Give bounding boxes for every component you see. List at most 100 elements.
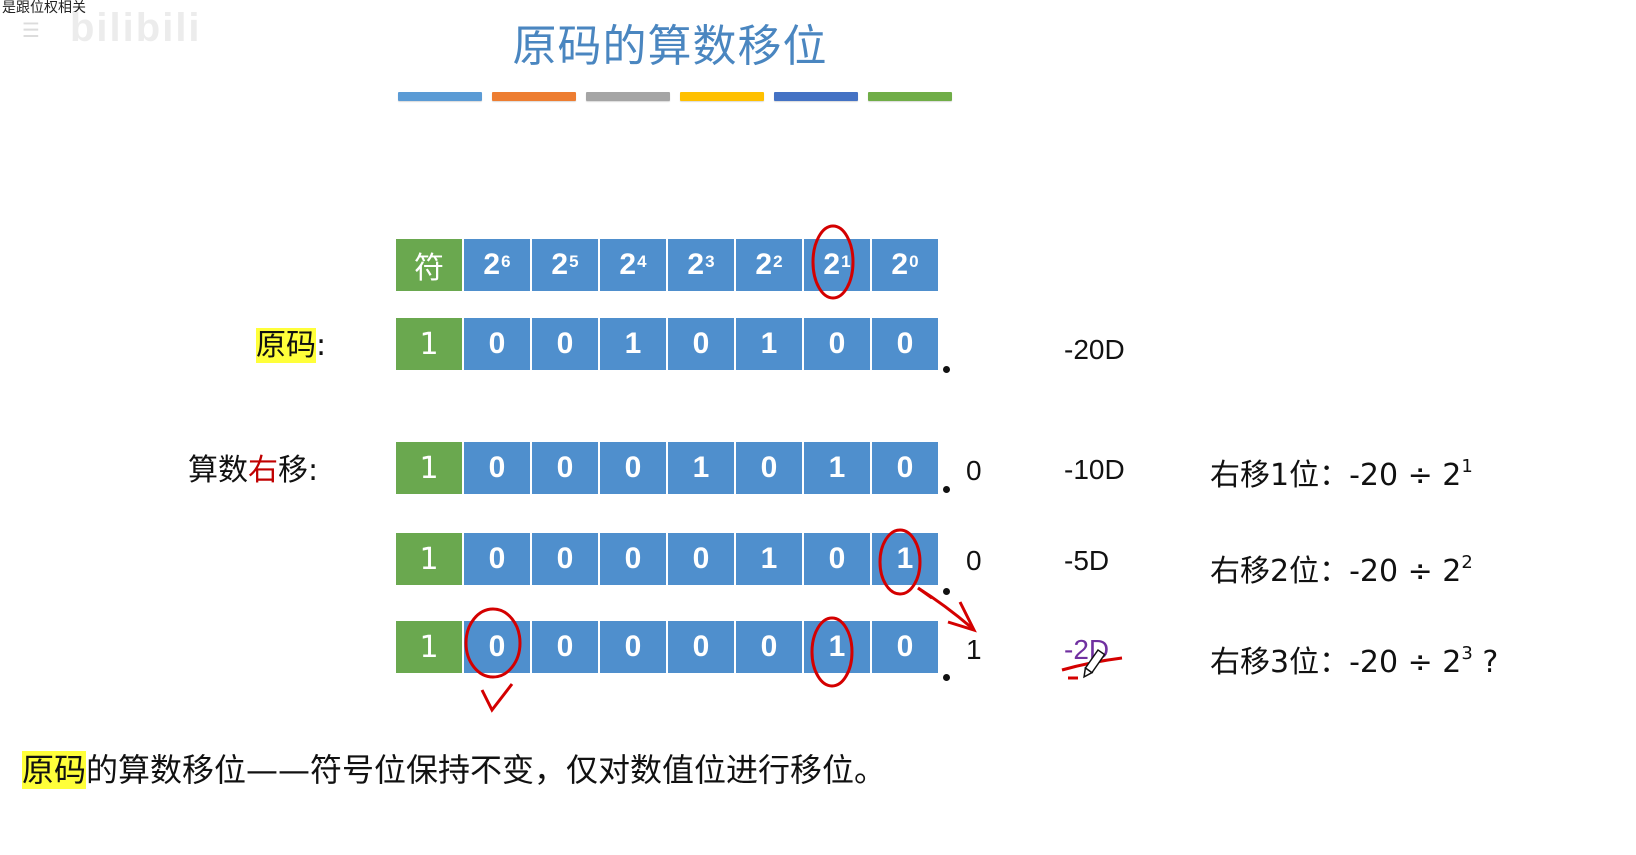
weight-exponent: 4 — [637, 252, 647, 271]
bilibili-watermark: bilibili — [70, 6, 202, 50]
shift2-decimal-value: -5D — [1064, 545, 1110, 576]
caption-highlight: 原码 — [22, 751, 87, 789]
bit-cell: 0 — [668, 318, 734, 370]
shifted-out-bit: 0 — [966, 545, 982, 576]
formula-label: 右移2位： — [1210, 554, 1350, 589]
binary-point-dot — [943, 588, 950, 595]
shift2-bits-row: 1 0 0 0 0 1 0 1 — [396, 533, 940, 585]
summary-caption: 原码的算数移位——符号位保持不变，仅对数值位进行移位。 — [22, 745, 886, 791]
formula-suffix: ? — [1472, 645, 1499, 680]
weight-exponent: 5 — [569, 252, 579, 271]
weight-exponent: 2 — [773, 252, 783, 271]
sign-header-cell: 符 — [396, 239, 462, 291]
sign-bit-cell: 1 — [396, 442, 462, 494]
bit-cell: 0 — [532, 533, 598, 585]
weight-exponent: 6 — [501, 252, 511, 271]
bit-cell: 0 — [600, 621, 666, 673]
color-bar — [398, 92, 482, 101]
weight-base: 2 — [755, 248, 773, 281]
original-code-label-highlight: 原码 — [256, 328, 316, 363]
binary-point-dot — [943, 366, 950, 373]
slide-title: 原码的算数移位 — [512, 21, 828, 72]
color-bar — [774, 92, 858, 101]
subtitle-overlay: 是跟位权相关 — [0, 0, 88, 16]
bit-cell: 0 — [804, 533, 870, 585]
formula-label: 右移3位： — [1210, 645, 1350, 680]
bit-cell: 0 — [532, 442, 598, 494]
sign-bit-cell: 1 — [396, 533, 462, 585]
sign-bit-cell: 1 — [396, 621, 462, 673]
decorative-color-bars — [398, 92, 952, 102]
bit-cell: 0 — [532, 621, 598, 673]
weight-base: 2 — [687, 248, 705, 281]
bit-cell: 0 — [464, 621, 530, 673]
bit-cell: 0 — [872, 621, 938, 673]
bit-cell: 1 — [736, 533, 802, 585]
bit-cell: 1 — [804, 621, 870, 673]
weight-exponent: 0 — [909, 252, 919, 271]
shift3-bits-row: 1 0 0 0 0 0 1 0 — [396, 621, 940, 673]
bit-cell: 0 — [464, 318, 530, 370]
bit-cell: 1 — [668, 442, 734, 494]
shift1-bits-row: 1 0 0 0 1 0 1 0 — [396, 442, 940, 494]
shift1-decimal-value: -10D — [1064, 454, 1125, 485]
color-bar — [680, 92, 764, 101]
binary-point-dot — [943, 486, 950, 493]
formula-label: 右移1位： — [1210, 458, 1350, 493]
color-bar — [492, 92, 576, 101]
original-decimal-value: -20D — [1064, 334, 1125, 365]
bit-cell: 0 — [872, 442, 938, 494]
shift1-formula: 右移1位：-20 ÷ 21 — [1210, 450, 1473, 494]
color-bar — [868, 92, 952, 101]
original-bits-row: 1 0 0 1 0 1 0 0 — [396, 318, 940, 370]
formula-exponent: 1 — [1461, 456, 1473, 477]
arrow-head-icon — [947, 601, 977, 633]
bit-cell: 0 — [736, 621, 802, 673]
shift3-decimal-value: -2D — [1064, 634, 1110, 665]
weight-base: 2 — [551, 248, 569, 281]
bit-cell: 1 — [736, 318, 802, 370]
bit-cell: 1 — [600, 318, 666, 370]
shift-label-part1: 算数 — [188, 453, 248, 488]
shift-label-right: 右 — [248, 453, 278, 488]
bit-cell: 1 — [804, 442, 870, 494]
formula-expression: -20 ÷ 2 — [1349, 645, 1462, 680]
check-mark-icon — [480, 683, 514, 713]
bit-cell: 0 — [532, 318, 598, 370]
original-code-label-colon: : — [316, 328, 327, 363]
original-code-label: 原码: — [256, 320, 326, 364]
bit-cell: 0 — [668, 533, 734, 585]
weight-base: 2 — [891, 248, 909, 281]
formula-exponent: 3 — [1461, 643, 1473, 664]
formula-expression: -20 ÷ 2 — [1349, 554, 1462, 589]
bit-cell: 0 — [464, 533, 530, 585]
sign-bit-cell: 1 — [396, 318, 462, 370]
menu-lines-icon[interactable]: ☰ — [22, 18, 40, 42]
bit-cell: 0 — [600, 442, 666, 494]
bit-cell: 0 — [804, 318, 870, 370]
arithmetic-right-shift-label: 算数右移: — [188, 445, 318, 489]
weight-exponent: 1 — [841, 252, 851, 271]
formula-exponent: 2 — [1461, 552, 1473, 573]
arrow-tail-icon — [917, 586, 933, 600]
weight-exponent: 3 — [705, 252, 715, 271]
bit-cell: 0 — [736, 442, 802, 494]
caption-text: 的算数移位——符号位保持不变，仅对数值位进行移位。 — [86, 751, 887, 789]
shifted-out-bit: 0 — [966, 455, 982, 486]
shifted-out-bit: 1 — [966, 634, 982, 665]
bit-cell: 1 — [872, 533, 938, 585]
weight-base: 2 — [619, 248, 637, 281]
formula-expression: -20 ÷ 2 — [1349, 458, 1462, 493]
bit-cell: 0 — [464, 442, 530, 494]
shift2-formula: 右移2位：-20 ÷ 22 — [1210, 546, 1473, 590]
bit-cell: 0 — [872, 318, 938, 370]
bit-cell: 0 — [600, 533, 666, 585]
weight-base: 2 — [483, 248, 501, 281]
